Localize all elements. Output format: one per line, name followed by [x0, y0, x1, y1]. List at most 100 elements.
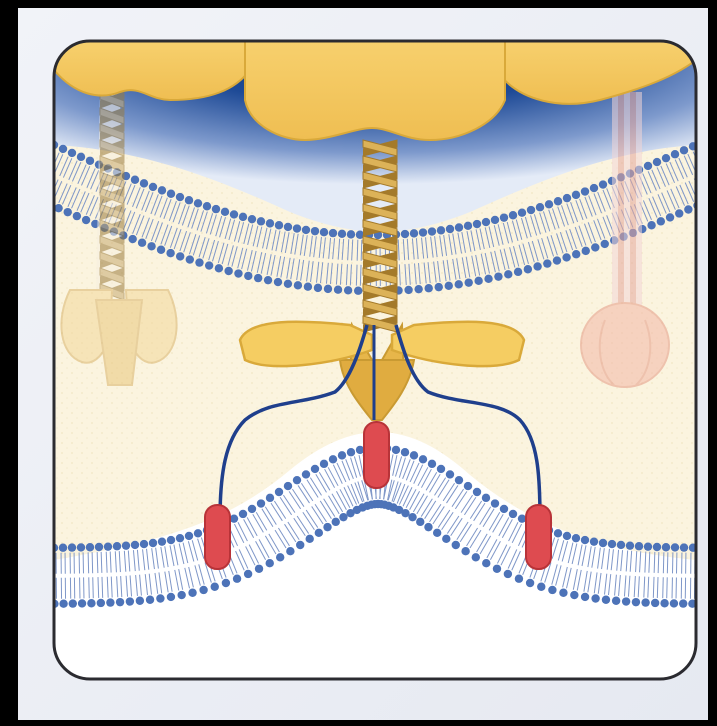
vesicle-lipid-head [680, 146, 688, 154]
target-lipid-head [131, 541, 139, 549]
target-lipid-head [106, 598, 114, 606]
vesicle-lipid-head [504, 270, 512, 278]
vesicle-lipid-head [248, 215, 256, 223]
vesicle-lipid-head [203, 202, 211, 210]
vesicle-lipid-head [553, 256, 561, 264]
vesicle-lipid-head [455, 223, 463, 231]
target-lipid-head [617, 541, 625, 549]
target-lipid-head [113, 542, 121, 550]
target-lipid-head [482, 494, 490, 502]
target-lipid-head [266, 559, 274, 567]
target-lipid-tail [658, 552, 659, 573]
vesicle-lipid-head [167, 190, 175, 198]
left-cap-lobe [54, 41, 250, 100]
target-lipid-head [156, 594, 164, 602]
target-lipid-tail [663, 552, 664, 573]
target-lipid-head [626, 541, 634, 549]
vesicle-lipid-head [455, 280, 463, 288]
target-lipid-head [401, 509, 409, 517]
vesicle-lipid-head [158, 186, 166, 194]
vesicle-lipid-head [185, 196, 193, 204]
vesicle-lipid-tail [707, 173, 715, 192]
vesicle-lipid-head [86, 157, 94, 165]
target-lipid-tail [102, 577, 103, 598]
vesicle-lipid-head [401, 230, 409, 238]
target-lipid-tail [667, 552, 668, 573]
target-lipid-head [87, 599, 95, 607]
target-lipid-head [239, 510, 247, 518]
vesicle-lipid-head [562, 253, 570, 261]
vesicle-lipid-head [601, 240, 609, 248]
target-lipid-head [95, 543, 103, 551]
vesicle-lipid-head [536, 203, 544, 211]
center-anchor [364, 422, 389, 488]
vesicle-lipid-head [324, 285, 332, 293]
target-lipid-head [591, 594, 599, 602]
target-lipid-head [461, 547, 469, 555]
vesicle-lipid-head [64, 208, 72, 216]
target-lipid-head [455, 476, 463, 484]
target-lipid-head [442, 535, 450, 543]
target-lipid-head [602, 596, 610, 604]
vesicle-lipid-head [176, 252, 184, 260]
target-lipid-head [473, 488, 481, 496]
vesicle-lipid-head [320, 228, 328, 236]
target-lipid-head [311, 465, 319, 473]
vesicle-lipid-head [428, 227, 436, 235]
vesicle-lipid-head [671, 150, 679, 158]
vesicle-lipid-head [711, 193, 717, 201]
target-lipid-head [158, 537, 166, 545]
target-lipid-head [266, 494, 274, 502]
vesicle-lipid-head [205, 261, 213, 269]
vesicle-lipid-head [563, 194, 571, 202]
target-lipid-head [167, 536, 175, 544]
vesicle-lipid-head [140, 179, 148, 187]
target-lipid-head [504, 570, 512, 578]
vesicle-lipid-head [284, 280, 292, 288]
vesicle-lipid-head [500, 213, 508, 221]
vesicle-lipid-head [524, 265, 532, 273]
vesicle-lipid-head [221, 208, 229, 216]
target-lipid-head [97, 599, 105, 607]
vesicle-lipid-head [264, 276, 272, 284]
target-lipid-head [284, 482, 292, 490]
vesicle-lipid-head [591, 243, 599, 251]
target-lipid-head [306, 535, 314, 543]
vesicle-lipid-head [274, 278, 282, 286]
vesicle-lipid-head [474, 277, 482, 285]
target-lipid-head [320, 460, 328, 468]
target-lipid-head [188, 589, 196, 597]
target-lipid-head [419, 455, 427, 463]
target-lipid-head [244, 570, 252, 578]
vesicle-lipid-head [147, 242, 155, 250]
target-lipid-head [293, 476, 301, 484]
target-lipid-head [401, 448, 409, 456]
vesicle-lipid-head [234, 269, 242, 277]
target-lipid-head [515, 575, 523, 583]
target-lipid-head [59, 600, 67, 608]
target-lipid-head [122, 541, 130, 549]
vesicle-lipid-head [435, 283, 443, 291]
vesicle-lipid-head [176, 193, 184, 201]
target-lipid-head [653, 543, 661, 551]
target-lipid-head [185, 532, 193, 540]
vesicle-lipid-head [275, 221, 283, 229]
vesicle-lipid-head [410, 229, 418, 237]
target-lipid-head [276, 553, 284, 561]
vesicle-lipid-head [194, 199, 202, 207]
vesicle-lipid-head [157, 246, 165, 254]
target-lipid-head [167, 593, 175, 601]
vesicle-lipid-head [77, 153, 85, 161]
target-lipid-head [140, 540, 148, 548]
vesicle-lipid-head [304, 282, 312, 290]
target-lipid-head [86, 543, 94, 551]
vesicle-lipid-head [354, 287, 362, 295]
target-lipid-head [194, 529, 202, 537]
vesicle-lipid-head [166, 249, 174, 257]
vesicle-lipid-head [224, 267, 232, 275]
right-anchor [526, 505, 551, 569]
target-lipid-head [77, 543, 85, 551]
target-lipid-head [230, 514, 238, 522]
target-lipid-head [296, 541, 304, 549]
vesicle-lipid-head [266, 219, 274, 227]
